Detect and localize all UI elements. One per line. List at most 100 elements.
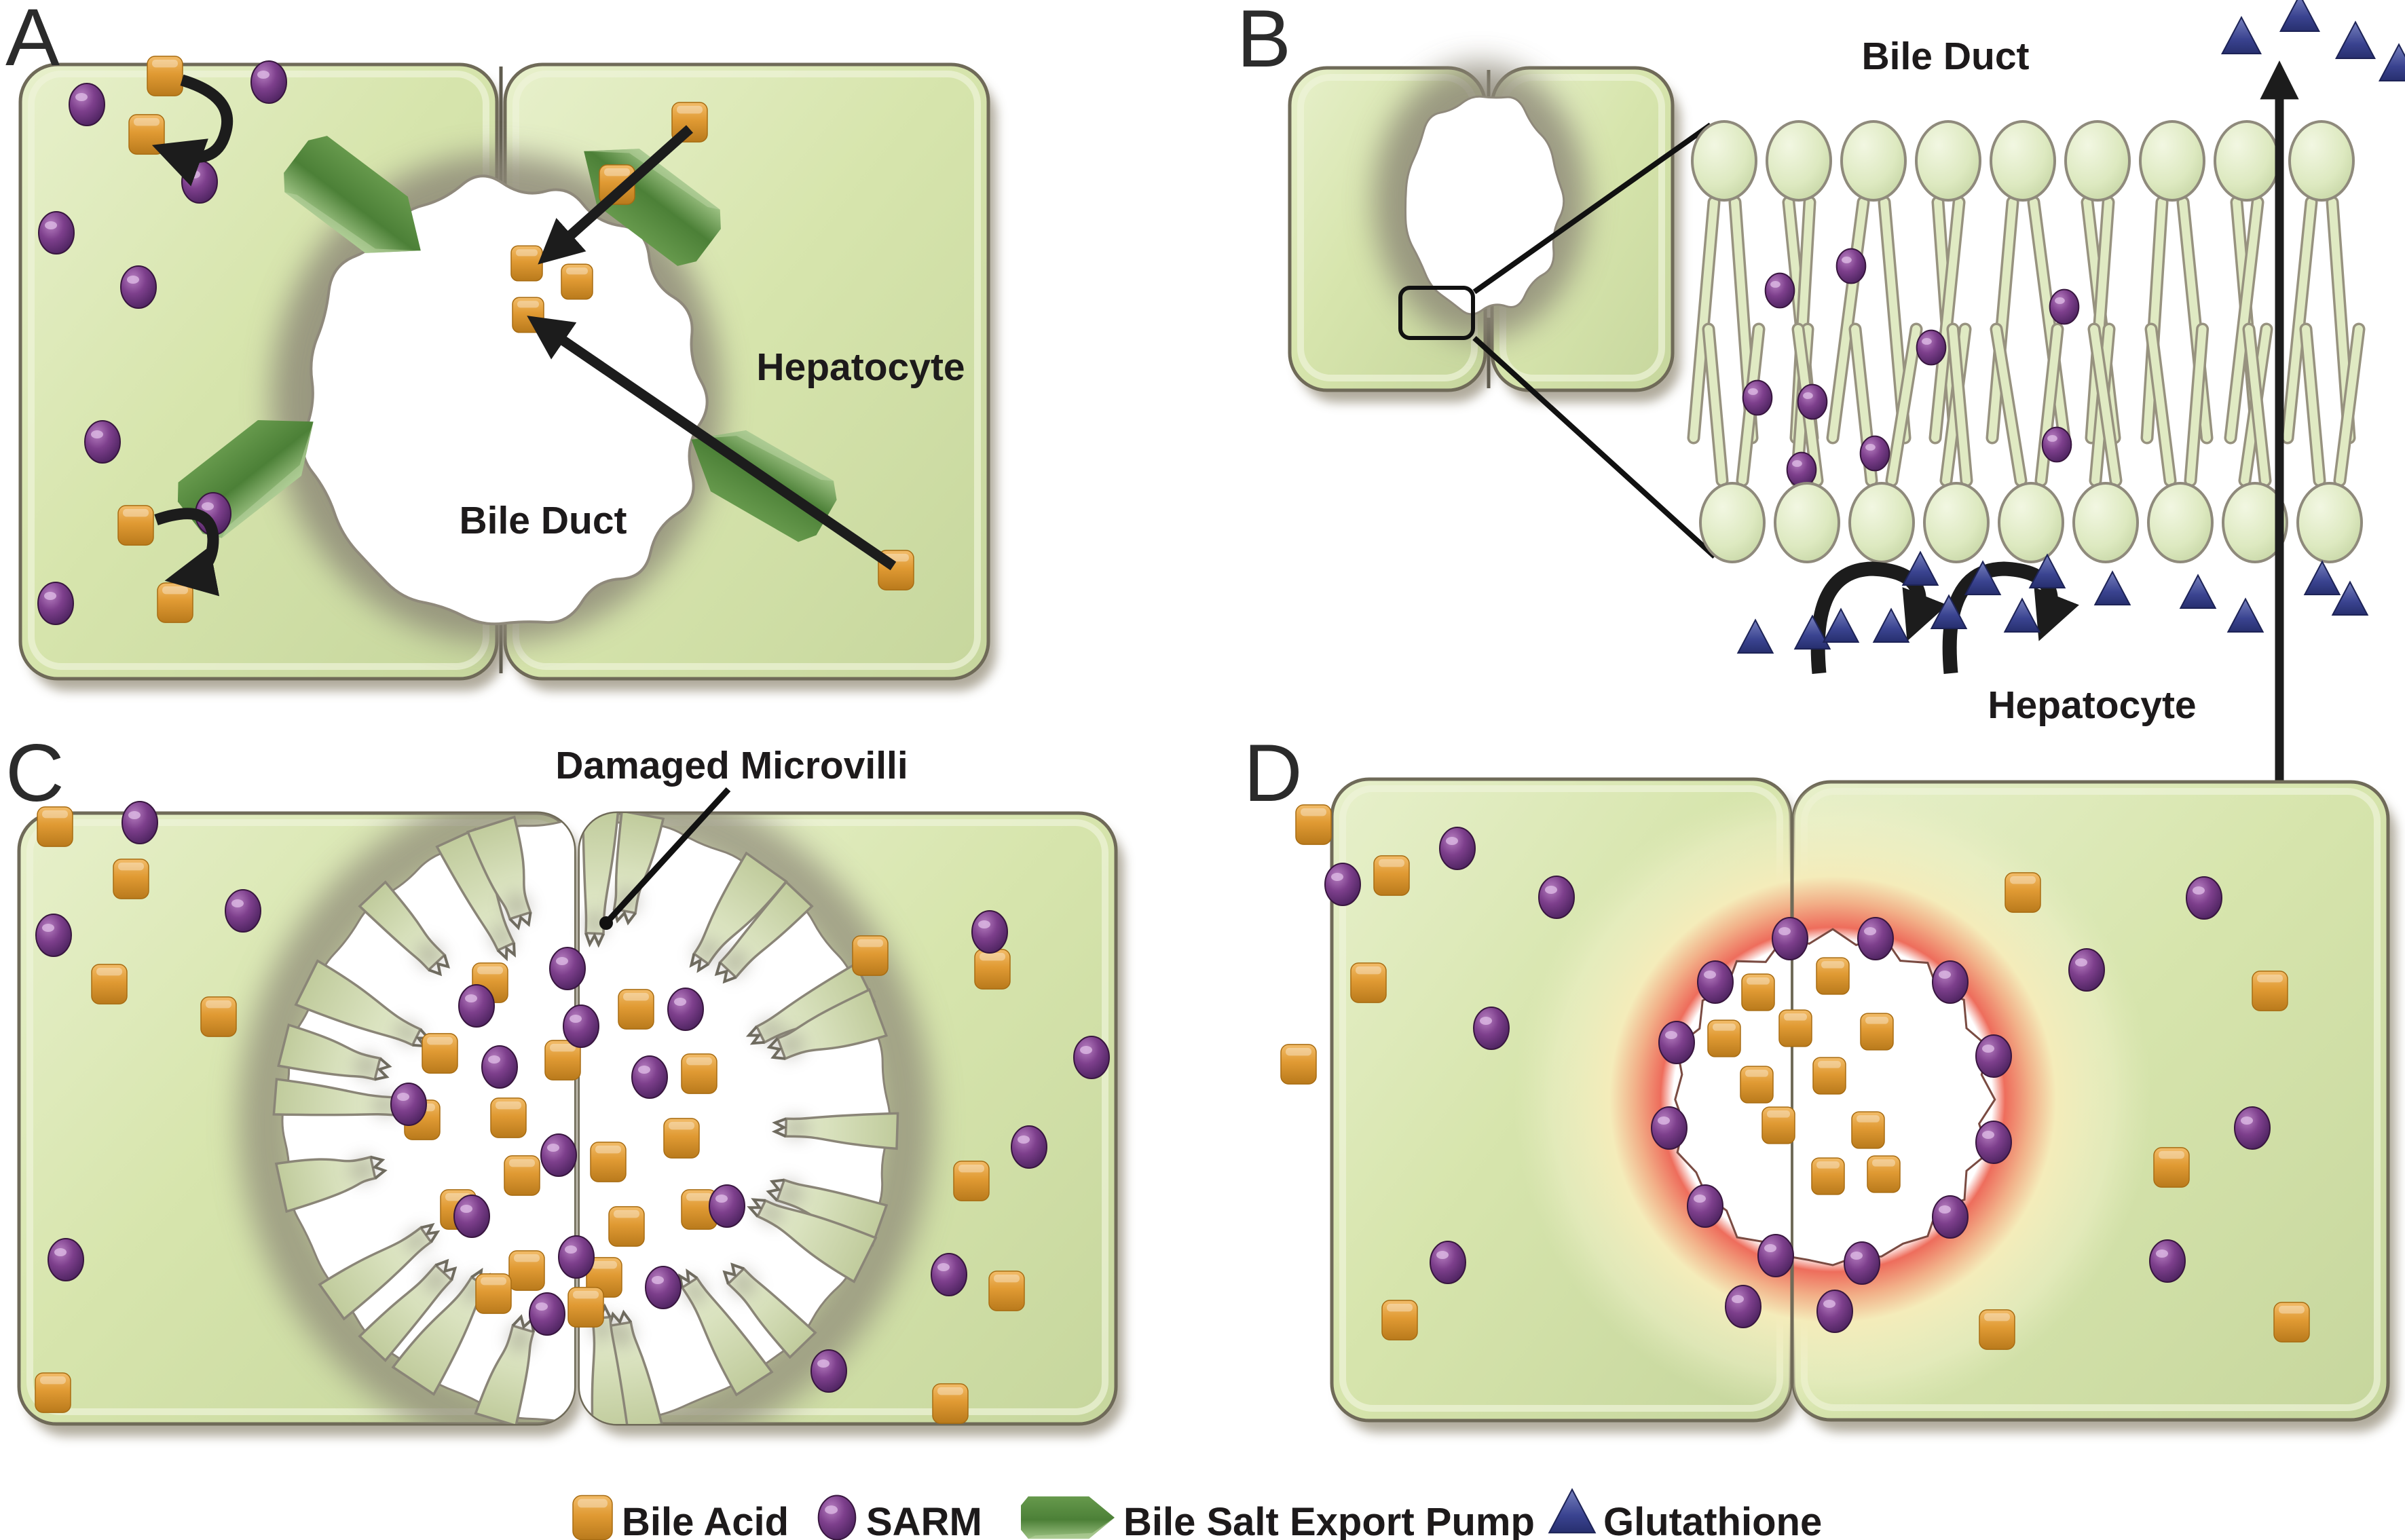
lipid-tail <box>2226 198 2262 442</box>
microvillus <box>689 851 788 973</box>
sarm-highlight <box>2241 1116 2253 1125</box>
lipid-head-icon <box>1840 120 1907 202</box>
glutathione-icon <box>2331 580 2369 616</box>
zoom-connector-line <box>1472 336 1717 559</box>
glutathione-icon <box>1548 1488 1597 1534</box>
sarm-highlight <box>465 994 477 1002</box>
glutathione-icon <box>2093 570 2131 605</box>
bile-acid-icon <box>681 1053 717 1094</box>
bile-acid-highlight <box>2279 1305 2305 1314</box>
sarm-icon <box>971 910 1008 954</box>
sarm-icon <box>1835 248 1867 284</box>
sarm-highlight <box>1865 444 1876 451</box>
bile-acid-icon <box>1761 1106 1795 1144</box>
sarm-highlight <box>397 1093 409 1101</box>
sarm-highlight <box>1331 873 1343 881</box>
bile-acid-icon <box>608 1206 645 1247</box>
sarm-icon <box>558 1235 595 1279</box>
lipid-head-icon <box>2064 120 2131 202</box>
zoom-connector-line <box>1472 122 1713 295</box>
glutathione-icon <box>1793 614 1831 650</box>
lipid-tail <box>2147 325 2174 485</box>
microvillus <box>766 988 889 1061</box>
sarm-highlight <box>1080 1046 1092 1054</box>
bile-acid-highlight <box>152 59 178 68</box>
bsep-pump-sheen <box>691 430 834 481</box>
sarm-highlight <box>1823 1300 1835 1308</box>
sarm-icon <box>1786 451 1817 488</box>
sarm-highlight <box>257 71 269 79</box>
legend-label-bsep: Bile Salt Export Pump <box>1123 1500 1535 1540</box>
bile-acid-highlight <box>1745 1070 1768 1077</box>
bile-acid-highlight <box>1747 977 1770 985</box>
microvillus-tip-shade <box>728 1269 758 1298</box>
lipid-tail <box>1704 325 1726 485</box>
glutathione-icon <box>2179 574 2217 609</box>
sarm-highlight <box>1704 971 1716 979</box>
lipid-head-icon <box>2147 482 2214 563</box>
bile-acid-highlight <box>1872 1159 1895 1167</box>
bile-acid-highlight <box>2159 1150 2184 1159</box>
sarm-icon <box>1797 383 1828 420</box>
panel-b-letter: B <box>1237 0 1291 84</box>
bile-acid-icon <box>1778 1009 1812 1047</box>
sarm-highlight <box>1982 1131 1994 1139</box>
sarm-icon <box>2186 876 2222 920</box>
sarm-icon <box>1473 1007 1510 1050</box>
sarm-highlight <box>45 221 57 229</box>
microvillus <box>771 1112 899 1150</box>
microvillus-tip-shade <box>489 923 515 953</box>
sarm-icon <box>667 988 704 1031</box>
bile-acid-highlight <box>1857 1115 1880 1123</box>
bile-acid-icon <box>1812 1057 1846 1095</box>
sarm-icon <box>645 1266 682 1309</box>
sarm-highlight <box>638 1066 650 1074</box>
lipid-tail <box>1931 198 1963 442</box>
bile-acid-icon <box>1280 1044 1317 1085</box>
bile-acid-highlight <box>980 952 1005 961</box>
bile-acid-icon <box>590 1142 627 1182</box>
lipid-head-icon <box>1699 482 1766 563</box>
sarm-icon <box>1011 1125 1047 1169</box>
sarm-icon <box>390 1083 427 1126</box>
sarm-highlight <box>188 170 200 179</box>
bile-acid-icon <box>1295 804 1332 845</box>
sarm-highlight <box>1939 971 1951 979</box>
sarm-highlight <box>1922 338 1932 345</box>
sarm-icon <box>810 1349 847 1393</box>
lipid-head-icon <box>2139 120 2205 202</box>
bile-acid-highlight <box>2010 876 2036 884</box>
bile-acid-highlight <box>595 1145 621 1154</box>
bile-acid-highlight <box>937 1387 963 1395</box>
bile-acid-highlight <box>1984 1313 2010 1321</box>
glutathione-icon <box>2028 553 2066 588</box>
bile-acid-icon <box>1851 1111 1885 1149</box>
lipid-tail <box>2302 325 2324 485</box>
lipid-tail <box>2037 325 2062 485</box>
microvillus-tip-shade <box>506 1323 534 1353</box>
bile-acid-icon <box>932 1383 969 1424</box>
sarm-highlight <box>1778 927 1791 935</box>
lipid-tail <box>2245 325 2269 485</box>
sarm-highlight <box>488 1055 500 1064</box>
sarm-icon <box>1932 960 1969 1004</box>
sarm-highlight <box>202 502 214 510</box>
sarm-icon <box>2068 948 2105 992</box>
lipid-tail <box>2030 198 2068 442</box>
bile-acid-highlight <box>134 117 160 126</box>
glutathione-icon <box>1930 594 1968 629</box>
sarm-highlight <box>536 1302 548 1311</box>
microvillus-tip-shade <box>756 1200 785 1225</box>
bile-acid-icon <box>852 935 889 976</box>
sarm-highlight <box>54 1248 67 1256</box>
bile-acid-highlight <box>477 966 503 975</box>
bile-acid-highlight <box>1301 808 1326 816</box>
bsep-pump-body <box>284 136 421 253</box>
sarm-highlight <box>1545 886 1557 894</box>
hepatocyte-label-b: Hepatocyte <box>1988 683 2196 727</box>
sarm-icon <box>1916 329 1947 366</box>
lipid-head-icon <box>1774 482 1840 563</box>
lipid-tail <box>1992 325 2025 485</box>
sarm-icon <box>529 1292 565 1336</box>
bile-acid-icon <box>422 1033 458 1074</box>
